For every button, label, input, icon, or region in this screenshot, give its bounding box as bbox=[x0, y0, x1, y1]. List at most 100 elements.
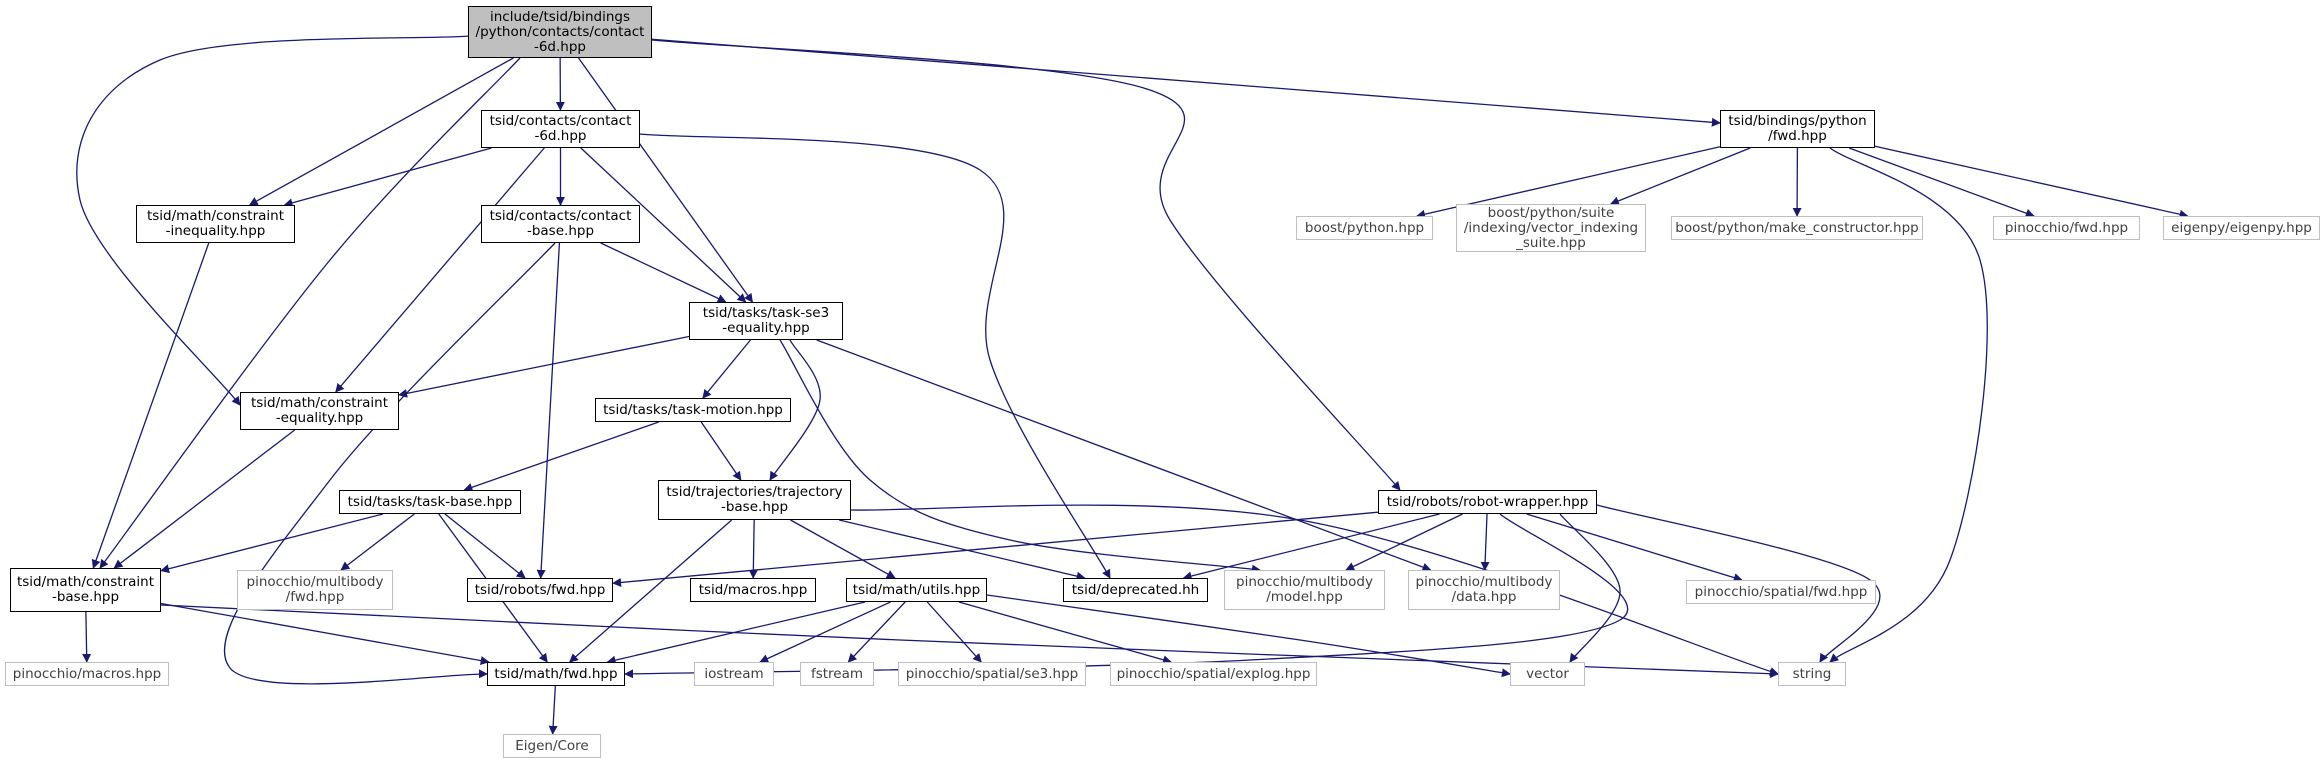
edge-utils-to-pin-explog bbox=[958, 601, 1172, 665]
node-label: tsid/deprecated.hh bbox=[1071, 581, 1200, 598]
edge-utils-to-fstream bbox=[847, 601, 906, 663]
edge-robot-wrapper-to-pin-model bbox=[1345, 513, 1463, 571]
node-label: Eigen/Core bbox=[515, 737, 589, 754]
edge-task-se3-to-pin-model bbox=[779, 339, 1261, 574]
edge-constraint-ineq-to-constraint-base bbox=[91, 242, 210, 569]
node-contact6d[interactable]: tsid/contacts/contact -6d.hpp bbox=[481, 110, 640, 148]
node-boost-ctor: boost/python/make_constructor.hpp bbox=[1671, 216, 1923, 240]
node-pin-macros: pinocchio/macros.hpp bbox=[5, 662, 169, 686]
node-constraint-base[interactable]: tsid/math/constraint -base.hpp bbox=[10, 568, 161, 612]
node-label: pinocchio/multibody /data.hpp bbox=[1415, 574, 1553, 605]
edge-contact-base-to-task-se3 bbox=[600, 242, 727, 303]
node-label: pinocchio/multibody /fwd.hpp bbox=[246, 574, 384, 605]
node-robot-wrapper[interactable]: tsid/robots/robot-wrapper.hpp bbox=[1378, 490, 1597, 514]
node-robots-fwd[interactable]: tsid/robots/fwd.hpp bbox=[467, 578, 613, 602]
edge-root-to-constraint-ineq bbox=[248, 57, 514, 206]
node-iostream: iostream bbox=[694, 662, 774, 686]
node-label: iostream bbox=[704, 665, 764, 682]
edge-contact6d-to-constraint-ineq bbox=[283, 147, 492, 208]
node-pin-mb-fwd: pinocchio/multibody /fwd.hpp bbox=[237, 570, 393, 610]
edge-utils-to-vector bbox=[986, 594, 1511, 678]
edge-traj-base-to-macros bbox=[748, 519, 758, 579]
node-eigenpy: eigenpy/eigenpy.hpp bbox=[2163, 216, 2320, 240]
node-label: string bbox=[1792, 665, 1832, 682]
edge-root-to-constraint-eq bbox=[76, 35, 469, 406]
node-label: pinocchio/fwd.hpp bbox=[2004, 219, 2129, 236]
node-deprecated[interactable]: tsid/deprecated.hh bbox=[1063, 578, 1208, 602]
edge-robot-wrapper-to-pin-spatial-fwd bbox=[1526, 513, 1743, 582]
edge-robot-wrapper-to-string bbox=[1596, 504, 1881, 663]
node-label: tsid/math/constraint -equality.hpp bbox=[250, 395, 388, 426]
edge-traj-base-to-math-fwd bbox=[569, 519, 733, 663]
node-pin-explog: pinocchio/spatial/explog.hpp bbox=[1110, 662, 1317, 686]
node-label: pinocchio/spatial/se3.hpp bbox=[905, 665, 1079, 682]
node-vector: vector bbox=[1510, 662, 1585, 686]
node-label: boost/python/suite /indexing/vector_inde… bbox=[1463, 204, 1639, 251]
edge-robot-wrapper-to-deprecated bbox=[1182, 513, 1440, 581]
edge-contact-base-to-math-fwd bbox=[223, 242, 556, 685]
node-boost-python: boost/python.hpp bbox=[1296, 216, 1433, 240]
node-constraint-ineq[interactable]: tsid/math/constraint -inequality.hpp bbox=[136, 205, 295, 243]
edge-bindings-fwd-to-pin-fwd bbox=[1848, 147, 2035, 218]
node-constraint-eq[interactable]: tsid/math/constraint -equality.hpp bbox=[240, 392, 399, 430]
edge-utils-to-iostream bbox=[759, 601, 891, 663]
edge-traj-base-to-deprecated bbox=[839, 519, 1086, 581]
edge-task-se3-to-task-motion bbox=[702, 339, 751, 399]
node-contact-base[interactable]: tsid/contacts/contact -base.hpp bbox=[481, 205, 640, 243]
node-pin-spatial-fwd: pinocchio/spatial/fwd.hpp bbox=[1686, 580, 1876, 604]
node-label: fstream bbox=[810, 665, 864, 682]
edge-robot-wrapper-to-robots-fwd bbox=[612, 511, 1379, 587]
edge-task-motion-to-task-base bbox=[463, 421, 659, 492]
node-label: eigenpy/eigenpy.hpp bbox=[2171, 219, 2312, 236]
node-label: pinocchio/spatial/fwd.hpp bbox=[1694, 583, 1868, 600]
node-label: tsid/tasks/task-base.hpp bbox=[347, 493, 513, 510]
edge-math-fwd-to-eigen-core bbox=[548, 685, 558, 735]
node-label: tsid/math/fwd.hpp bbox=[494, 665, 618, 682]
edge-utils-to-math-fwd bbox=[606, 601, 866, 665]
edge-bindings-fwd-to-eigenpy bbox=[1874, 145, 2189, 219]
node-label: tsid/robots/robot-wrapper.hpp bbox=[1386, 493, 1589, 510]
edge-root-to-task-se3 bbox=[578, 57, 753, 303]
node-task-se3[interactable]: tsid/tasks/task-se3 -equality.hpp bbox=[689, 302, 843, 340]
node-label: boost/python.hpp bbox=[1304, 219, 1425, 236]
node-traj-base[interactable]: tsid/trajectories/trajectory -base.hpp bbox=[658, 480, 851, 520]
node-label: tsid/math/constraint -inequality.hpp bbox=[146, 208, 284, 239]
node-bindings-fwd[interactable]: tsid/bindings/python /fwd.hpp bbox=[1720, 110, 1875, 148]
node-label: tsid/trajectories/trajectory -base.hpp bbox=[666, 484, 843, 515]
edge-task-se3-to-constraint-eq bbox=[398, 335, 690, 398]
edge-utils-to-pin-se3 bbox=[926, 601, 982, 663]
node-math-fwd[interactable]: tsid/math/fwd.hpp bbox=[487, 662, 625, 686]
edge-robot-wrapper-to-vector bbox=[1559, 513, 1621, 663]
edge-constraint-base-to-math-fwd bbox=[160, 602, 490, 666]
node-fstream: fstream bbox=[800, 662, 874, 686]
node-pin-model: pinocchio/multibody /model.hpp bbox=[1224, 570, 1385, 610]
edge-bindings-fwd-to-boost-suite bbox=[1609, 147, 1751, 206]
edge-root-to-constraint-base bbox=[99, 57, 521, 569]
node-label: vector bbox=[1526, 665, 1569, 682]
node-label: tsid/contacts/contact -base.hpp bbox=[489, 208, 632, 239]
edge-contact6d-to-deprecated bbox=[639, 133, 1111, 579]
node-label: tsid/macros.hpp bbox=[698, 581, 808, 598]
node-task-base[interactable]: tsid/tasks/task-base.hpp bbox=[339, 490, 521, 514]
node-utils[interactable]: tsid/math/utils.hpp bbox=[846, 578, 987, 602]
node-eigen-core: Eigen/Core bbox=[503, 734, 601, 758]
node-label: pinocchio/spatial/explog.hpp bbox=[1116, 665, 1311, 682]
node-root[interactable]: include/tsid/bindings /python/contacts/c… bbox=[468, 6, 652, 58]
node-macros[interactable]: tsid/macros.hpp bbox=[690, 578, 816, 602]
edge-constraint-eq-to-constraint-base bbox=[113, 429, 296, 569]
edge-root-to-robot-wrapper bbox=[651, 39, 1401, 491]
node-label: boost/python/make_constructor.hpp bbox=[1675, 219, 1919, 236]
node-label: tsid/math/constraint -base.hpp bbox=[16, 574, 154, 605]
edge-task-motion-to-traj-base bbox=[700, 421, 742, 481]
edge-robot-wrapper-to-pin-data bbox=[1480, 513, 1490, 571]
node-pin-se3: pinocchio/spatial/se3.hpp bbox=[898, 662, 1086, 686]
edge-task-base-to-constraint-base bbox=[160, 513, 384, 574]
node-label: tsid/tasks/task-se3 -equality.hpp bbox=[702, 305, 830, 336]
node-task-motion[interactable]: tsid/tasks/task-motion.hpp bbox=[595, 398, 791, 422]
node-string: string bbox=[1778, 662, 1846, 686]
edge-task-base-to-pin-mb-fwd bbox=[340, 513, 415, 571]
node-pin-data: pinocchio/multibody /data.hpp bbox=[1408, 570, 1560, 610]
edge-task-base-to-robots-fwd bbox=[444, 513, 526, 579]
edge-contact-base-to-robots-fwd bbox=[536, 242, 561, 579]
